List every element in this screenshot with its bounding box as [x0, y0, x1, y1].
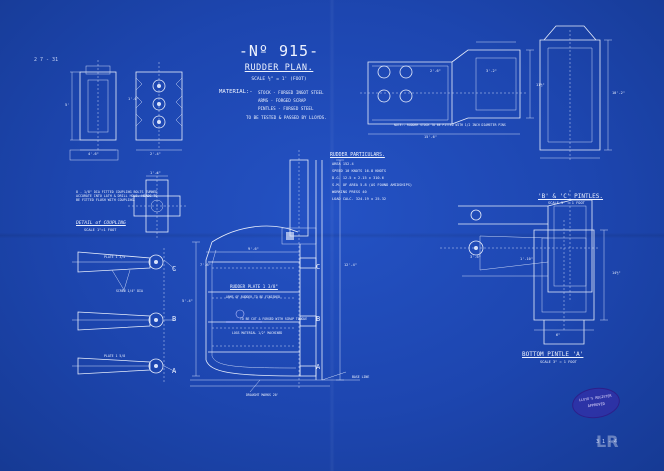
particulars-line: D.G. 12.5 x 2.15 x 310.6 — [332, 176, 384, 180]
pintles-title: 'B' & 'C' PINTLES. — [538, 193, 604, 200]
dimension-label: 2'-6" — [430, 69, 441, 73]
draught-label: DRAUGHT MARKS 20' — [246, 393, 279, 397]
pintle-label-c: C — [172, 265, 177, 273]
particulars-line: AREA 152.4 — [332, 162, 354, 166]
corner-mark: 2 7 - 31 — [34, 57, 59, 63]
dimension-label: 3'-6" — [470, 255, 481, 259]
dimension-label: 11½" — [536, 83, 545, 87]
plate-cut-note: TO BE CUT & FORGED WITH SCRAP TONGUE — [240, 317, 308, 321]
pintle-label-a-elevation: A — [316, 363, 321, 371]
material-line: PINTLES - FORGED STEEL — [258, 106, 314, 111]
pintle-label-c-elevation: C — [316, 263, 321, 271]
drawing-scale: SCALE ½" = 1' (FOOT) — [251, 77, 307, 82]
arms-note-2: LOGS MATERIAL 1/2" MACHINED — [232, 331, 283, 335]
plate-thickness-label: PLATE 1 5/8 — [104, 354, 126, 358]
material-line: STOCK - FORGED INGOT STEEL — [258, 90, 324, 95]
drawing-title: RUDDER PLAN. — [244, 63, 314, 73]
dimension-label: 1'-4" — [150, 171, 161, 175]
dimension-label: 1'-10" — [520, 257, 533, 261]
pintles-scale: SCALE 3" = 1 FOOT — [548, 201, 585, 205]
stock-elevation-detail — [69, 60, 119, 161]
arms-note: ARMS OF RUDDER TO BE FINISHED — [226, 295, 281, 299]
coupling-detail-scale: SCALE 1"=1 FOOT — [84, 228, 117, 232]
base-line-label: BASE LINE — [352, 375, 370, 379]
screw-note: SCREW 1/4" DIA — [116, 289, 143, 293]
dimension-label: 2'-4" — [150, 152, 161, 156]
dimension-label: 4'-6" — [88, 152, 99, 156]
plate-thickness-label: PLATE 1 3/4 — [104, 255, 126, 259]
pintle-label-b: B — [172, 315, 177, 323]
left-pintle-views — [72, 248, 177, 384]
dimension-label: 5'-4" — [182, 299, 193, 303]
particulars-line: SPEED 10 KNOTS 16.8 KNOTS — [332, 169, 387, 173]
pintle-label-b-elevation: B — [316, 315, 321, 323]
dimension-label: 12'-4" — [344, 263, 357, 267]
coupling-cross-detail — [128, 172, 186, 240]
pintle-side-view — [539, 25, 612, 160]
bottom-pintle-scale: SCALE 3" = 1 FOOT — [540, 360, 577, 364]
bottom-pintle-view — [533, 220, 608, 345]
dimension-label: 10'-2" — [612, 91, 625, 95]
dimension-label: 15'-6" — [424, 135, 437, 139]
stamp-text: LLOYD'S REGISTER — [578, 393, 612, 403]
pintle-label-a: A — [172, 367, 177, 375]
dimension-label: 9'-6" — [248, 247, 259, 251]
bolt-note: 8 - 1/8" DIA FITTED COUPLING BOLTS TURNE… — [76, 190, 158, 203]
stamp-text: APPROVED — [587, 401, 606, 409]
particulars-line: WORKING PRESS 40 — [332, 190, 367, 194]
materials-heading: MATERIAL:- — [219, 89, 253, 95]
coupling-plan-detail — [135, 62, 183, 151]
dimension-label: 6" — [556, 333, 561, 337]
dimension-label: 3'-2" — [486, 69, 497, 73]
material-line: TO BE TESTED & PASSED BY LLOYDS. — [246, 115, 327, 120]
bottom-pintle-title: BOTTOM PINTLE 'A' — [522, 351, 584, 358]
corner-mark-2: 3 1 - 4 — [596, 439, 618, 445]
rudder-elevation — [190, 150, 360, 393]
b-c-pintles-view — [440, 190, 600, 300]
particulars-heading: RUDDER PARTICULARS. — [330, 153, 385, 158]
lr-watermark: LR — [596, 432, 619, 451]
drawing-number: -Nº 915- — [238, 42, 320, 60]
rudder-plate-label: RUDDER PLATE 1 3/8" — [230, 284, 278, 289]
coupling-detail-title: DETAIL of COUPLING — [76, 221, 126, 226]
dimension-label: 7'-6" — [200, 263, 211, 267]
particulars-line: LOAD CALC. 324.19 x 25.32 — [332, 197, 387, 201]
dimension-label: 14½" — [612, 271, 621, 275]
dimension-label: 1'-0" — [128, 97, 139, 101]
dimension-label: 5' — [65, 103, 70, 107]
upper-coupling-detail — [360, 41, 534, 135]
particulars-line: S.M. OF AREA 5.8 (AS FOUND AMIDSHIPS) — [332, 183, 413, 187]
plate-note: NOTE:- RUDDER STOCK TO BE FITTED WITH 1/… — [394, 123, 506, 127]
material-line: ARMS - FORGED SCRAP — [258, 98, 306, 103]
